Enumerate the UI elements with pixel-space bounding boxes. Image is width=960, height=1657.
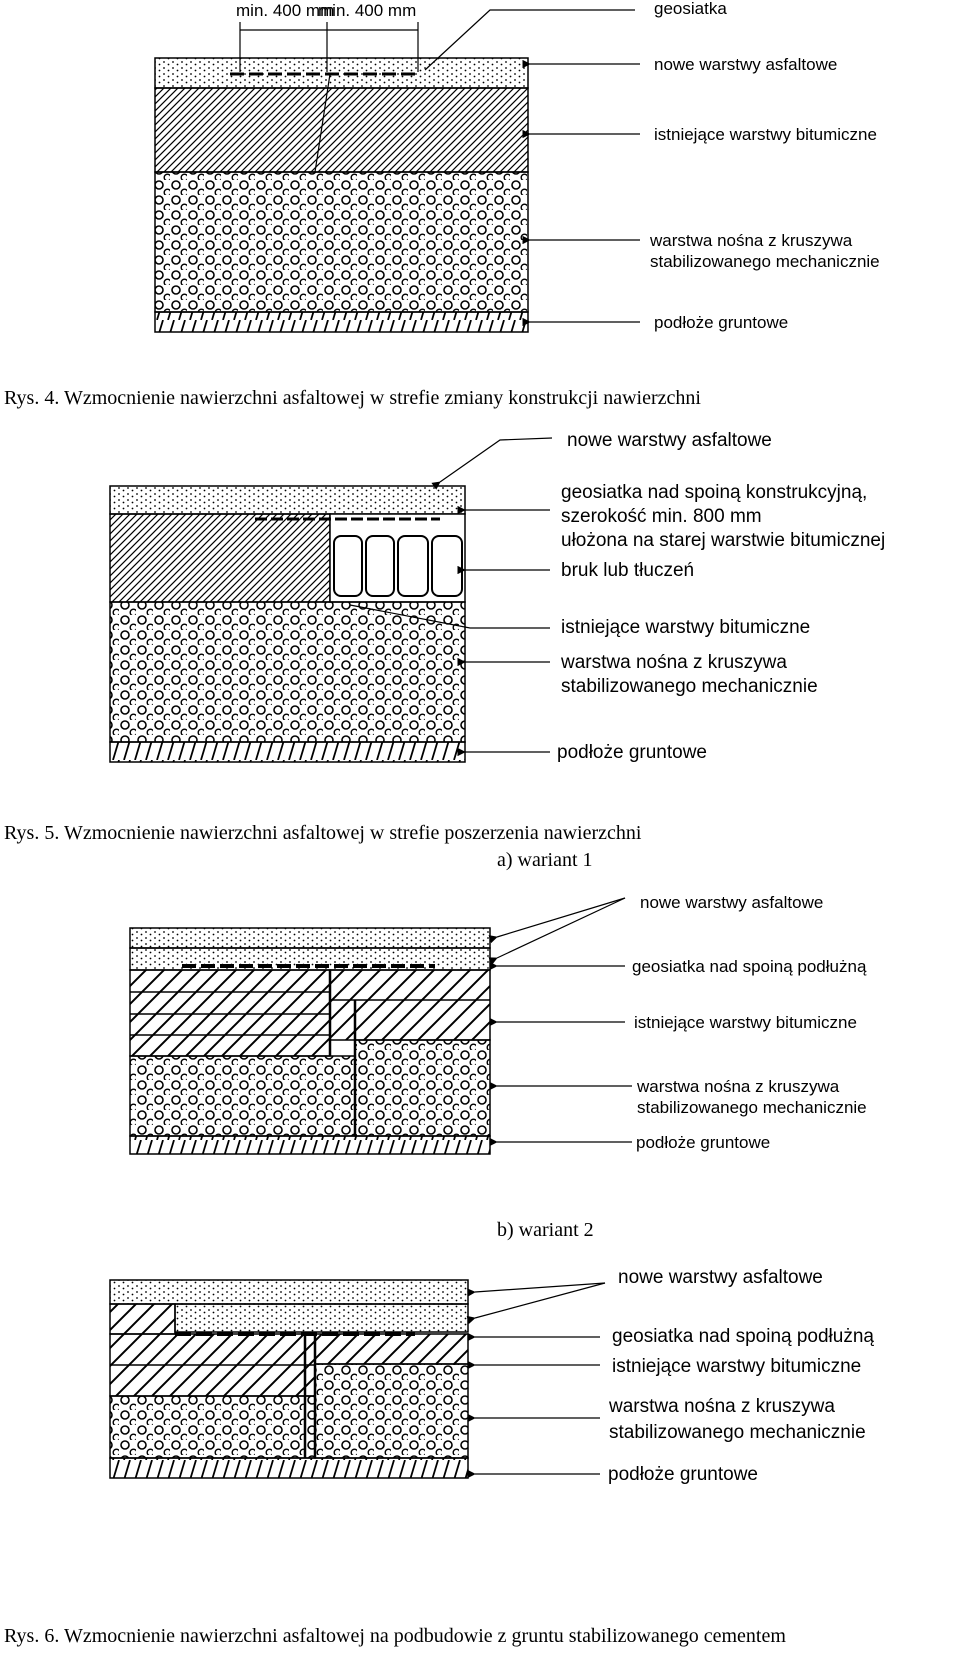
fig5-leaders: [349, 437, 553, 757]
fig4-dimension: min. 400 mm min. 400 mm: [236, 1, 419, 72]
fig6a-label-geogrid: geosiatka nad spoiną podłużną: [632, 957, 867, 976]
fig5-label-base-2: stabilizowanego mechanicznie: [561, 676, 818, 697]
fig6b-label-geogrid: geosiatka nad spoiną podłużną: [612, 1326, 874, 1347]
fig5-label-subgrade: podłoże gruntowe: [557, 742, 707, 763]
fig5-label-base-1: warstwa nośna z kruszywa: [560, 652, 787, 673]
fig6b-label-base-2: stabilizowanego mechanicznie: [609, 1422, 866, 1443]
fig6b-label-subgrade: podłoże gruntowe: [608, 1464, 758, 1485]
figure-6b: b) wariant 2 nowe warstwy asfaltowe geos…: [4, 1219, 874, 1647]
fig6-caption: Rys. 6. Wzmocnienie nawierzchni asfaltow…: [4, 1625, 786, 1647]
fig5-cobbles: [333, 535, 463, 597]
fig5-label-geogrid-2: szerokość min. 800 mm: [561, 506, 762, 527]
fig5-label-new-layers: nowe warstwy asfaltowe: [567, 430, 772, 451]
fig4-label-new-layers: nowe warstwy asfaltowe: [654, 55, 837, 74]
fig5-cross-section: [109, 485, 466, 763]
figure-4: min. 400 mm min. 400 mm geosiatka nowe w…: [4, 0, 880, 409]
fig4-label-base-2: stabilizowanego mechanicznie: [650, 252, 880, 271]
fig6a-subtitle: a) wariant 1: [497, 849, 593, 871]
fig6a-label-base-1: warstwa nośna z kruszywa: [636, 1077, 840, 1096]
fig5-caption: Rys. 5. Wzmocnienie nawierzchni asfaltow…: [4, 822, 642, 844]
fig5-label-geogrid-1: geosiatka nad spoiną konstrukcyjną,: [561, 482, 867, 503]
fig6a-label-existing: istniejące warstwy bitumiczne: [634, 1013, 857, 1032]
fig4-dim-right: min. 400 mm: [318, 1, 416, 20]
figure-5: nowe warstwy asfaltowe geosiatka nad spo…: [4, 430, 885, 844]
fig4-label-subgrade: podłoże gruntowe: [654, 313, 788, 332]
fig4-caption: Rys. 4. Wzmocnienie nawierzchni asfaltow…: [4, 387, 701, 409]
fig6a-label-new-layers: nowe warstwy asfaltowe: [640, 893, 823, 912]
fig4-label-geogrid: geosiatka: [654, 0, 727, 18]
fig6a-label-subgrade: podłoże gruntowe: [636, 1133, 770, 1152]
fig4-cross-section: [154, 57, 529, 333]
fig6a-cross-section: [129, 927, 491, 1155]
fig6b-subtitle: b) wariant 2: [497, 1219, 594, 1241]
fig6a-label-base-2: stabilizowanego mechanicznie: [637, 1098, 867, 1117]
fig5-label-existing: istniejące warstwy bitumiczne: [561, 617, 810, 638]
figure-6a: a) wariant 1 nowe warstwy asfaltowe: [129, 849, 867, 1155]
fig6b-label-existing: istniejące warstwy bitumiczne: [612, 1356, 861, 1377]
fig5-label-cobble: bruk lub tłuczeń: [561, 560, 694, 581]
fig6b-leaders: [466, 1282, 606, 1479]
fig4-leaders: [424, 9, 640, 327]
fig6b-cross-section: [109, 1279, 469, 1479]
fig5-label-geogrid-3: ułożona na starej warstwie bitumicznej: [561, 530, 885, 551]
fig6b-label-base-1: warstwa nośna z kruszywa: [608, 1396, 835, 1417]
fig6b-label-new-layers: nowe warstwy asfaltowe: [618, 1267, 823, 1288]
fig4-dim-left: min. 400 mm: [236, 1, 334, 20]
fig6a-leaders: [488, 897, 632, 1147]
fig4-label-base-1: warstwa nośna z kruszywa: [649, 231, 853, 250]
fig4-label-existing: istniejące warstwy bitumiczne: [654, 125, 877, 144]
